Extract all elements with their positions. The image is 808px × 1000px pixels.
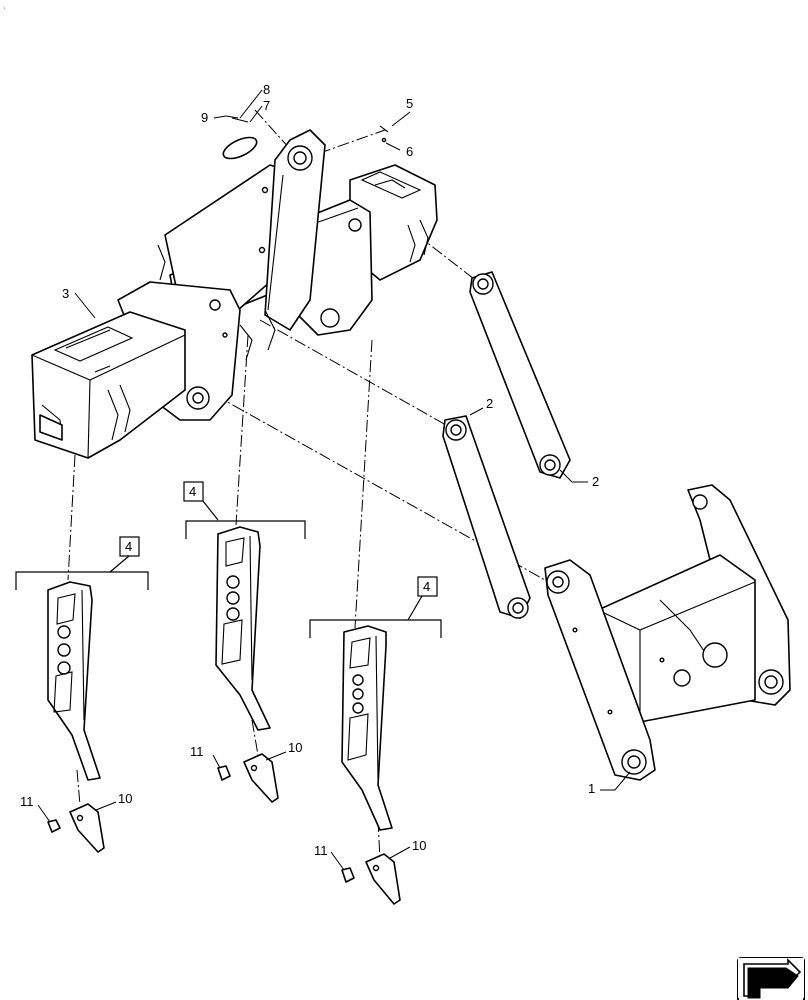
callout-4-middle: 4: [189, 484, 196, 499]
callout-4-middle-group: 4: [183, 481, 306, 539]
callout-10-right: 10: [412, 838, 426, 853]
callout-4-left-group: 4: [15, 536, 149, 590]
link-arms: [442, 271, 571, 619]
pin-9: [225, 115, 239, 119]
corner-mark: ': [4, 8, 5, 14]
callout-8: 8: [263, 82, 270, 97]
callout-4-left: 4: [125, 539, 132, 554]
callout-5: 5: [406, 96, 413, 111]
callout-2-upper-link: 2: [592, 474, 599, 489]
point-right: [341, 853, 401, 905]
pin-8: [231, 117, 249, 123]
callout-2-lower-link: 2: [486, 396, 493, 411]
callout-leaders: [37, 89, 631, 871]
callout-11-right: 11: [314, 843, 328, 858]
pin-hardware: [222, 115, 389, 160]
point-left: [47, 803, 105, 853]
shank-left: [47, 581, 101, 781]
callout-1: 1: [588, 781, 595, 796]
shank-middle: [215, 526, 271, 731]
callout-11-left: 11: [20, 794, 34, 809]
callout-4-right: 4: [423, 579, 430, 594]
callout-9: 9: [201, 110, 208, 125]
callout-6: 6: [406, 144, 413, 159]
main-frame-assembly: [31, 129, 438, 459]
ring-7: [222, 136, 258, 160]
callout-10-middle: 10: [288, 740, 302, 755]
point-middle: [217, 753, 279, 803]
clip-6: [381, 137, 387, 143]
callout-4-right-group: 4: [309, 576, 442, 638]
callout-3: 3: [62, 286, 69, 301]
callout-10-left: 10: [118, 791, 132, 806]
mounting-frame: [544, 484, 791, 781]
shank-right: [341, 625, 393, 831]
previous-page-arrow-icon[interactable]: [737, 957, 805, 1000]
callout-11-middle: 11: [190, 744, 204, 759]
callout-7: 7: [263, 98, 270, 113]
pin-5: [379, 125, 389, 133]
